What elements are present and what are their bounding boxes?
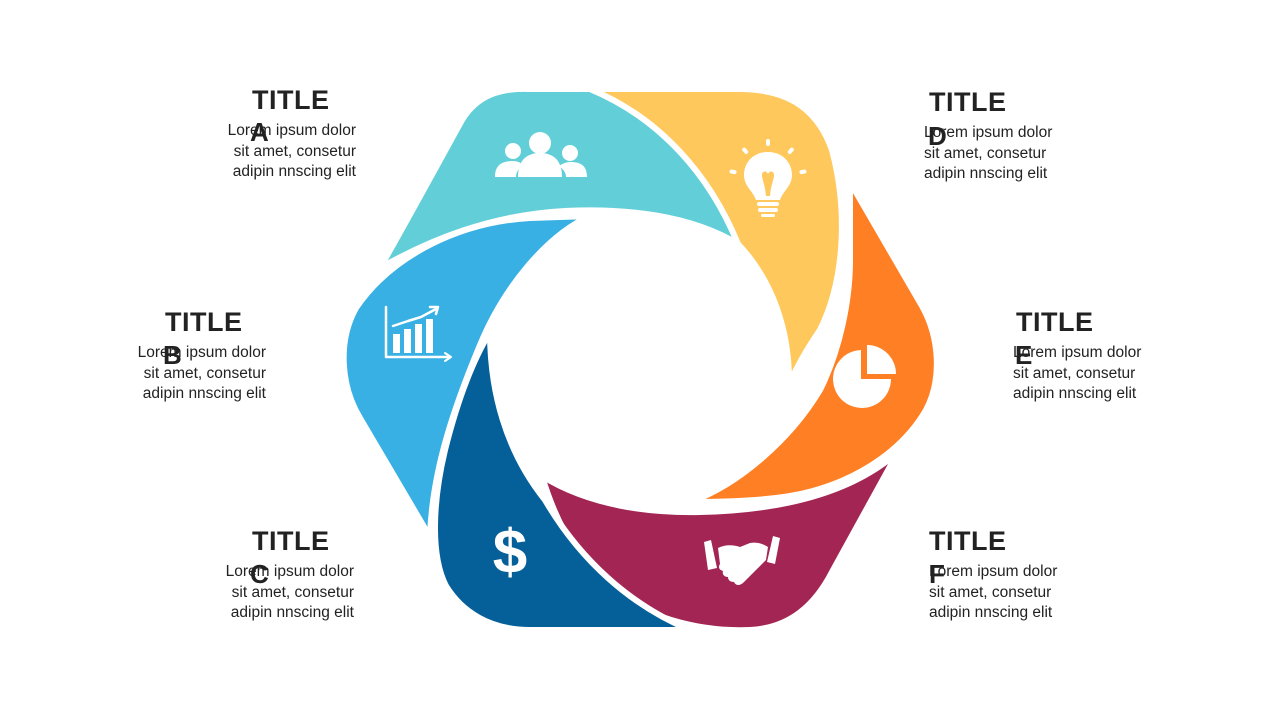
people-icon: [495, 132, 587, 177]
svg-text:$: $: [493, 518, 527, 587]
label-c-letter: C: [250, 559, 269, 589]
label-d: TITLE D Lorem ipsum dolor sit amet, cons…: [924, 87, 1084, 185]
label-e-letter: E: [1015, 340, 1033, 370]
lightbulb-icon: [729, 139, 807, 217]
label-a-title: TITLE: [252, 85, 330, 115]
label-a-letter: A: [250, 117, 269, 147]
label-e: TITLE E Lorem ipsum dolor sit amet, cons…: [1013, 307, 1173, 405]
label-c-title: TITLE: [252, 526, 330, 556]
dollar-icon: $: [493, 518, 527, 587]
label-b-letter: B: [163, 340, 182, 370]
label-e-title: TITLE: [1016, 307, 1094, 337]
label-e-text: Lorem ipsum dolor sit amet, consetur adi…: [1013, 344, 1142, 402]
label-a-text: Lorem ipsum dolor sit amet, consetur adi…: [227, 122, 356, 180]
label-d-letter: D: [928, 121, 947, 151]
label-f-text: Lorem ipsum dolor sit amet, consetur adi…: [929, 563, 1058, 621]
label-c: TITLE C Lorem ipsum dolor sit amet, cons…: [194, 526, 354, 624]
segment-e: [687, 179, 940, 505]
label-b-text: Lorem ipsum dolor sit amet, consetur adi…: [137, 344, 266, 402]
label-f-letter: F: [929, 559, 945, 589]
label-b-title: TITLE: [165, 307, 243, 337]
bar-chart-icon: [384, 305, 452, 362]
label-d-title: TITLE: [929, 87, 1007, 117]
segment-b: [340, 213, 593, 540]
label-f: TITLE F Lorem ipsum dolor sit amet, cons…: [929, 526, 1089, 624]
label-d-text: Lorem ipsum dolor sit amet, consetur adi…: [924, 124, 1053, 182]
label-c-text: Lorem ipsum dolor sit amet, consetur adi…: [225, 563, 354, 621]
label-b: TITLE B Lorem ipsum dolor sit amet, cons…: [106, 307, 266, 405]
label-a: TITLE A Lorem ipsum dolor sit amet, cons…: [196, 85, 356, 183]
pie-chart-icon: [833, 345, 896, 408]
handshake-icon: [704, 536, 780, 585]
label-f-title: TITLE: [929, 526, 1007, 556]
